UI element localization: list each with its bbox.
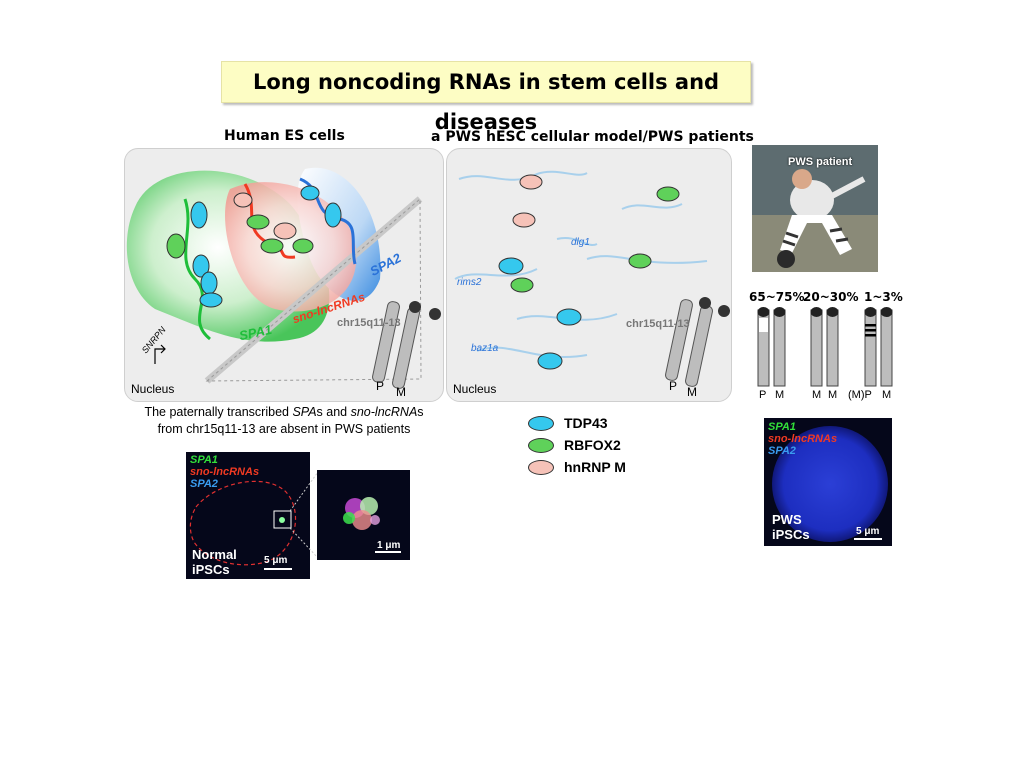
maternal-label: M: [687, 385, 697, 399]
title-box: Long noncoding RNAs in stem cells and di…: [221, 61, 751, 134]
zoom-lines: [205, 197, 422, 382]
chromosome: [864, 309, 877, 387]
zoom-box: [273, 510, 292, 529]
gene-label: baz1a: [471, 343, 499, 354]
chrom-label: M: [882, 389, 892, 401]
percent-label: 1~3%: [864, 290, 903, 304]
tdp43-swatch: [528, 415, 554, 431]
pws-nucleus: [772, 426, 888, 542]
legend-item: RBFOX2: [528, 434, 626, 456]
photo-label: PWS patient: [788, 156, 853, 168]
normal-ipsc-inset: 1 μm: [317, 470, 410, 560]
chrom-label: M: [812, 389, 822, 401]
nucleus-label: Nucleus: [453, 382, 497, 396]
legend-item: TDP43: [528, 412, 626, 434]
pws-nucleus-panel: dlg1 rims2 baz1a chr15q11-13 Nucleus P M: [446, 148, 732, 402]
chrom-label: M: [775, 389, 785, 401]
rbfox2-protein: [656, 186, 680, 202]
tdp43-protein: [192, 254, 210, 278]
maternal-label: M: [396, 385, 406, 399]
rbfox2-protein: [246, 214, 270, 230]
scale-label: 5 μm: [264, 555, 288, 566]
rbfox2-protein: [628, 253, 652, 269]
centromere: [409, 301, 421, 313]
hnrnpm-protein: [233, 192, 253, 208]
rna-strand: [454, 268, 538, 280]
hnrnpm-protein: [273, 222, 297, 240]
percent-label: 20~30%: [803, 290, 859, 304]
gene-label: rims2: [457, 277, 482, 288]
locus-label: chr15q11-13: [626, 318, 690, 330]
gene-label: dlg1: [571, 237, 590, 248]
chrom-label: M: [828, 389, 838, 401]
hnrnpm-swatch: [528, 459, 554, 475]
rbfox2-protein: [260, 238, 284, 254]
paternal-label: P: [669, 379, 678, 393]
chrom-label: (M)P: [848, 389, 872, 401]
nucleus-outline: [189, 480, 296, 566]
rbfox2-protein: [292, 238, 314, 254]
tdp43-protein: [200, 271, 218, 295]
hnrnpm-protein: [519, 174, 543, 190]
normal-ipsc-micrograph: SPA1 sno-lncRNAs SPA2 Normal iPSCs 5 μm: [186, 452, 310, 579]
rbfox2-swatch: [528, 437, 554, 453]
spa1-transcript: [183, 198, 211, 341]
hesc-nucleus-panel: SPA2 sno-lncRNAs SPA1 SNRPN chr15q11-13 …: [124, 148, 444, 402]
protein-legend: TDP43 RBFOX2 hnRNP M: [528, 412, 626, 478]
inset-scale-label: 1 μm: [377, 540, 401, 551]
centromere: [429, 308, 441, 320]
centromere: [699, 297, 711, 309]
centromere: [718, 305, 730, 317]
pws-patient-photo: PWS patient: [752, 145, 878, 272]
chromosome-p: [372, 301, 400, 383]
rna-strand: [458, 170, 588, 181]
scale-label: 5 μm: [856, 526, 880, 537]
rbfox2-protein: [510, 277, 534, 293]
tdp43-protein: [498, 257, 524, 275]
left-panel-header: Human ES cells: [224, 128, 345, 144]
tdp43-protein: [324, 202, 342, 228]
chromosome: [810, 309, 823, 387]
snrpn-promoter-arrow: [154, 344, 166, 364]
tdp43-protein: [556, 308, 582, 326]
rbfox2-protein: [166, 233, 186, 259]
tdp43-protein: [300, 185, 320, 201]
deletion-region: [759, 318, 768, 332]
rna-strand: [556, 236, 598, 247]
slide-title: Long noncoding RNAs in stem cells and di…: [252, 70, 720, 134]
rna-strand: [476, 346, 588, 358]
hesc-diagram: [126, 167, 441, 389]
rna-strand: [621, 203, 683, 210]
chromosome: [773, 309, 786, 387]
chromosome: [826, 309, 839, 387]
tdp43-protein: [190, 201, 208, 229]
locus-label: chr15q11-13: [337, 317, 401, 329]
chromosome: [880, 309, 893, 387]
chrom-label: P: [759, 389, 767, 401]
patient-figure: [752, 145, 878, 272]
nucleus-label: Nucleus: [131, 382, 175, 396]
pws-ipsc-micrograph: SPA1 sno-lncRNAs SPA2 PWS iPSCs 5 μm: [764, 418, 892, 546]
hnrnpm-protein: [512, 212, 536, 228]
percent-label: 65~75%: [749, 290, 805, 304]
legend-item: hnRNP M: [528, 456, 626, 478]
tdp43-protein: [537, 352, 563, 370]
mid-panel-header: a PWS hESC cellular model/PWS patients: [431, 129, 754, 145]
chromosome-p: [665, 299, 693, 381]
chromosome-genotypes: [757, 307, 893, 387]
zoom-lines: [290, 471, 319, 559]
rna-cloud: [279, 517, 285, 523]
tdp43-protein: [199, 292, 223, 308]
paternal-label: P: [376, 379, 385, 393]
left-caption: The paternally transcribed SPAs and sno-…: [144, 405, 424, 436]
pws-diagram: [454, 170, 730, 387]
